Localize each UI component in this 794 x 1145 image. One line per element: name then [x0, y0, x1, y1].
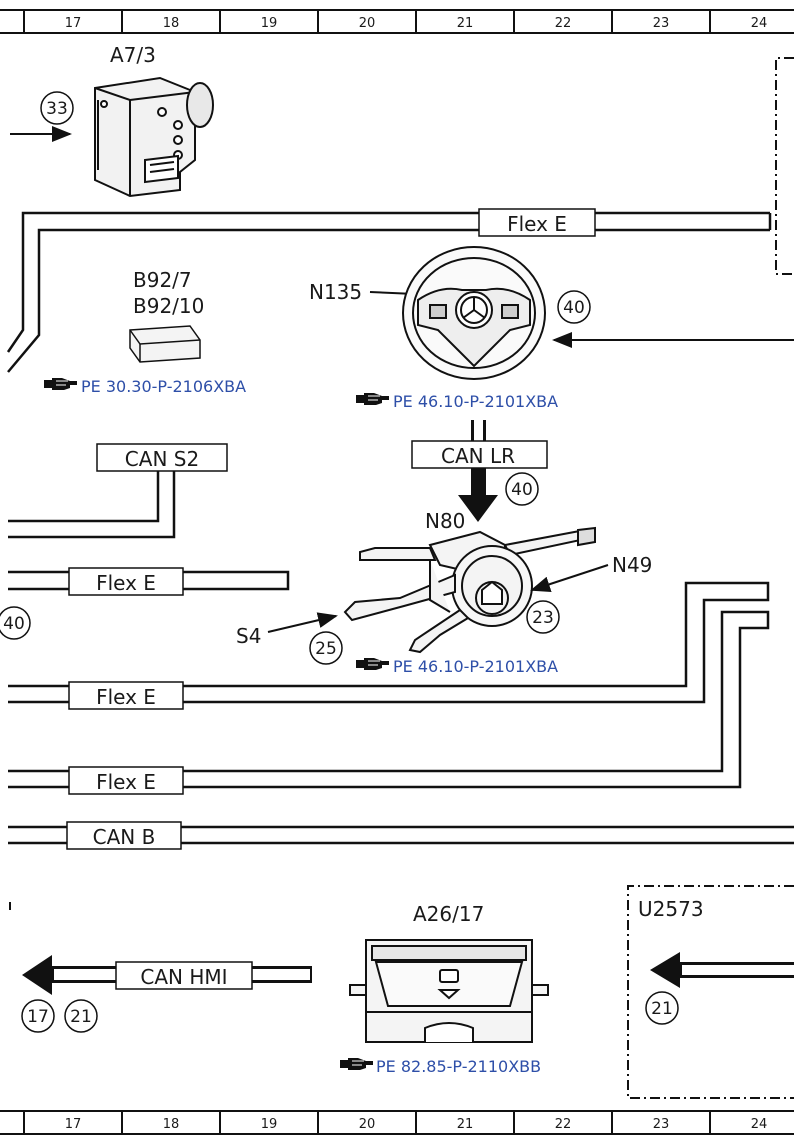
can-lr-box [411, 440, 548, 469]
n80-circle-text: 40 [511, 480, 533, 500]
grid-ruler-bottom [0, 1110, 794, 1135]
reference-hand-icon [44, 378, 77, 390]
n80-circle-marker [505, 472, 539, 506]
grid-bottom-19: 19 [261, 1117, 278, 1132]
grid-top-23: 23 [653, 16, 670, 31]
grid-top-21: 21 [457, 16, 474, 31]
can-b-label: CAN B [93, 825, 156, 849]
hmi-circle-17-marker [21, 999, 55, 1033]
u2573-dashed-border [627, 885, 794, 1099]
can-lr-label: CAN LR [441, 444, 515, 468]
n80-label: N80 [425, 509, 465, 533]
flex-e-bus-2 [8, 581, 770, 704]
sensor-box-icon [129, 325, 201, 363]
hmi-circle-21-text: 21 [70, 1007, 92, 1027]
grid-ruler-top [0, 9, 794, 34]
grid-bottom-24: 24 [751, 1117, 768, 1132]
a26-17-label: A26/17 [413, 902, 484, 926]
b92-component: B92/7 B92/10 PE 30.30-P-2106XBA [44, 268, 246, 396]
grid-bottom-21: 21 [457, 1117, 474, 1132]
n49-circle-marker [526, 600, 560, 634]
n135-component: N135 40 PE 46.10-P-2101XBA [309, 246, 794, 411]
grid-top-18: 18 [163, 16, 180, 31]
s4-component: S4 25 PE 46.10-P-2101XBA [236, 612, 558, 676]
reference-hand-icon [356, 393, 389, 405]
flex-e-3-box [68, 766, 184, 795]
flex-e-2-box [68, 681, 184, 710]
n135-circle-text: 40 [563, 298, 585, 318]
u2573-circle-marker [645, 991, 679, 1025]
n49-arrow [530, 564, 609, 592]
hmi-circle-21-marker [64, 999, 98, 1033]
hmi-circle-17-text: 17 [27, 1007, 49, 1027]
s4-circle-marker [309, 631, 343, 665]
grid-top-labels: 17 18 19 20 21 22 23 24 [65, 16, 768, 31]
u2573-circle-text: 21 [651, 999, 673, 1019]
u2573-label: U2573 [638, 897, 704, 921]
reference-hand-icon [356, 658, 389, 670]
reference-hand-icon [340, 1058, 373, 1070]
n135-circle-marker [557, 290, 591, 324]
grid-bottom-22: 22 [555, 1117, 572, 1132]
grid-bottom-23: 23 [653, 1117, 670, 1132]
n49-circle-text: 23 [532, 608, 554, 628]
n49-component: N49 23 [526, 553, 652, 634]
flex-e-1-box [68, 567, 184, 596]
n135-reference[interactable]: PE 46.10-P-2101XBA [393, 392, 558, 411]
grid-bottom-18: 18 [163, 1117, 180, 1132]
flex-e-top-label: Flex E [507, 212, 567, 236]
b92-reference[interactable]: PE 30.30-P-2106XBA [81, 377, 246, 396]
flex-e-top-bus [6, 211, 772, 373]
left-circle-text: 40 [3, 614, 25, 634]
s4-label: S4 [236, 624, 261, 648]
a7-3-circle-marker [40, 91, 74, 125]
flex-e-1-label: Flex E [96, 571, 156, 595]
s4-reference[interactable]: PE 46.10-P-2101XBA [393, 657, 558, 676]
n49-label: N49 [612, 553, 652, 577]
grid-top-20: 20 [359, 16, 376, 31]
s4-circle-text: 25 [315, 639, 337, 659]
flex-e-3-label: Flex E [96, 770, 156, 794]
steering-column-module-icon [343, 526, 596, 654]
grid-top-22: 22 [555, 16, 572, 31]
b92-7-label: B92/7 [133, 268, 192, 292]
abs-unit-icon [94, 76, 214, 198]
can-lr-bus [458, 420, 498, 522]
s4-arrow [267, 612, 338, 633]
b92-10-label: B92/10 [133, 294, 204, 318]
a26-17-component: A26/17 PE 82.85-P-2110XBB [340, 902, 549, 1076]
grid-top-19: 19 [261, 16, 278, 31]
can-hmi-label: CAN HMI [140, 965, 227, 989]
dashed-region-top-right [775, 57, 794, 275]
steering-wheel-icon [402, 246, 546, 380]
grid-bottom-labels: 17 18 19 20 21 22 23 24 [65, 1117, 768, 1132]
grid-bottom-20: 20 [359, 1117, 376, 1132]
head-unit-icon [349, 939, 549, 1043]
can-hmi-box [115, 961, 253, 990]
can-b-box [66, 821, 182, 850]
a7-3-component: A7/3 33 [10, 43, 214, 198]
can-s2-label: CAN S2 [125, 447, 199, 471]
grid-top-17: 17 [65, 16, 82, 31]
grid-top-24: 24 [751, 16, 768, 31]
flex-e-2-label: Flex E [96, 685, 156, 709]
flex-e-bus-3 [8, 610, 770, 789]
n135-label: N135 [309, 280, 362, 304]
u2573-component: U2573 21 [627, 885, 794, 1099]
flex-e-top-box [478, 208, 596, 237]
can-s2-box [96, 443, 228, 472]
a7-3-label: A7/3 [110, 43, 156, 67]
a26-17-reference[interactable]: PE 82.85-P-2110XBB [376, 1057, 541, 1076]
grid-bottom-17: 17 [65, 1117, 82, 1132]
n80-component: N80 [343, 509, 596, 654]
a7-3-circle-text: 33 [46, 99, 68, 119]
left-circle-marker [0, 606, 31, 640]
